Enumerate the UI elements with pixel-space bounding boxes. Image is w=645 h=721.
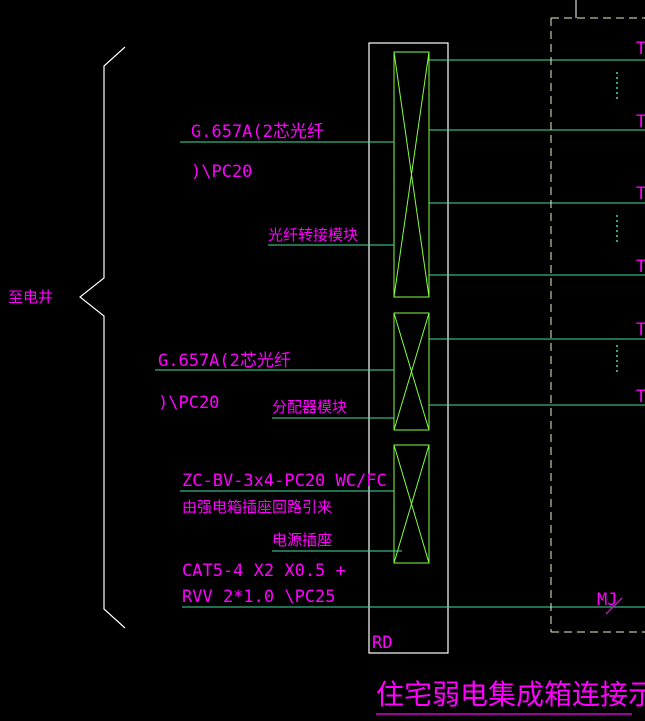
dashed-enclosure <box>550 17 645 633</box>
mj-mark <box>605 597 623 615</box>
outlet-labels: T T T T T T <box>636 39 645 407</box>
diagram-title: 住宅弱电集成箱连接示意图 <box>376 678 645 711</box>
box-label: RD <box>372 633 392 653</box>
outlet-label-2: T <box>636 112 645 132</box>
data-cable-line1: CAT5-4 X2 X0.5 + <box>182 561 346 581</box>
incoming-wires <box>155 141 645 608</box>
outgoing-wires <box>429 59 645 406</box>
outlet-label-4: T <box>636 257 645 277</box>
outlet-label-1: T <box>636 39 645 59</box>
fiber-cable-1-line1: G.657A(2芯光纤 <box>191 122 324 142</box>
outlet-label-6: T <box>636 387 645 407</box>
power-cable-line2: 由强电箱插座回路引来 <box>182 498 332 516</box>
integration-box <box>368 42 449 654</box>
left-label: 至电井 <box>8 288 53 306</box>
socket-label: 电源插座 <box>272 531 332 549</box>
outlet-label-3: T <box>636 184 645 204</box>
power-cable-line1: ZC-BV-3x4-PC20 WC/FC <box>182 471 387 491</box>
left-brace <box>79 46 126 629</box>
fiber-module-label: 光纤转接模块 <box>268 226 358 244</box>
fiber-cable-2-line1: G.657A(2芯光纤 <box>158 351 291 371</box>
fiber-cable-2-line2: )\PC20 <box>158 393 219 413</box>
data-cable-line2: RVV 2*1.0 \PC25 <box>182 587 336 607</box>
fiber-cable-1-line2: )\PC20 <box>191 162 252 182</box>
splitter-module <box>393 312 430 431</box>
socket-module <box>393 444 430 564</box>
fiber-module <box>393 51 430 298</box>
splitter-module-label: 分配器模块 <box>272 398 347 416</box>
outlet-label-5: T <box>636 320 645 340</box>
mj-label: MJ <box>597 590 617 610</box>
